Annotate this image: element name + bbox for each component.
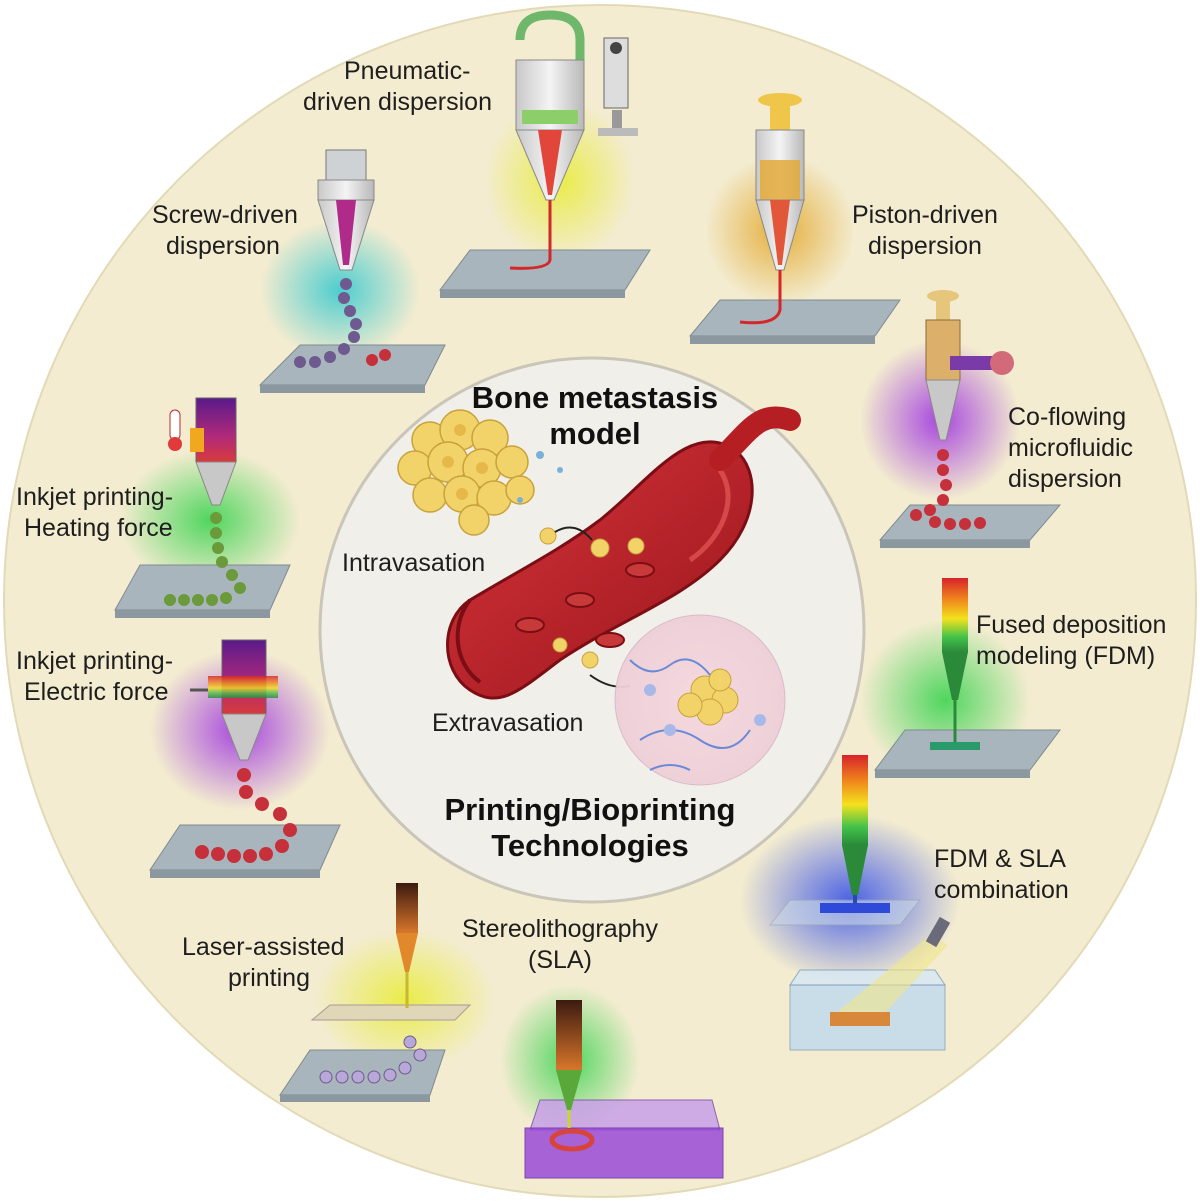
bone-niche (614, 614, 786, 786)
center-title-bottom: Printing/Bioprinting Technologies (405, 792, 775, 864)
label-fdm: Fused deposition modeling (FDM) (976, 610, 1166, 672)
center-title-top-line-1: Bone metastasis (471, 380, 719, 415)
center-title-bottom-line-2: Technologies (491, 828, 689, 863)
screw-printer-illustration (258, 149, 446, 393)
label-screw-line-2: dispersion (166, 232, 280, 260)
label-inkjet-electric-line-2: Electric force (24, 678, 169, 706)
label-fdm-line-1: Fused deposition (976, 611, 1167, 639)
label-sla: Stereolithography (SLA) (462, 914, 658, 976)
label-piston-line-1: Piston-driven (852, 201, 998, 229)
label-laser: Laser-assisted printing (182, 932, 345, 994)
extravasation-label: Extravasation (432, 709, 584, 737)
center-title-top-line-2: model (549, 416, 641, 451)
label-pneumatic-line-2: driven dispersion (303, 88, 492, 116)
laser-illustration (279, 883, 495, 1102)
screw-beads (294, 278, 362, 368)
label-screw-line-1: Screw-driven (152, 201, 298, 229)
label-pneumatic-line-1: Pneumatic- (344, 57, 471, 85)
tumor-cell-cluster-top (397, 409, 535, 536)
label-coflowing: Co-flowing microfluidic dispersion (1008, 402, 1133, 495)
label-coflowing-line-2: microfluidic (1008, 434, 1134, 462)
label-piston-line-2: dispersion (868, 232, 982, 260)
sla-illustration (500, 985, 724, 1179)
label-inkjet-heating-line-2: Heating force (24, 514, 173, 542)
label-coflowing-line-1: Co-flowing (1008, 403, 1127, 431)
intravasation-label: Intravasation (342, 549, 486, 577)
label-sla-line-1: Stereolithography (462, 915, 658, 943)
label-fdm-sla-line-2: combination (934, 876, 1069, 904)
label-fdm-line-2: modeling (FDM) (976, 642, 1156, 670)
fdm-sla-illustration (740, 755, 960, 1051)
piston-printer-illustration (688, 93, 901, 344)
fdm-illustration (860, 578, 1061, 780)
label-screw: Screw-driven dispersion (152, 200, 298, 262)
inkjet-electric-illustration (149, 639, 341, 878)
label-inkjet-heating-line-1: Inkjet printing- (16, 483, 174, 511)
inkjet-heating-illustration (114, 397, 300, 618)
label-pneumatic: Pneumatic- driven dispersion (303, 56, 492, 118)
center-title-bottom-line-1: Printing/Bioprinting (444, 792, 736, 827)
label-inkjet-heating: Inkjet printing- Heating force (16, 482, 173, 544)
label-sla-line-2: (SLA) (528, 946, 592, 974)
center-title-top: Bone metastasis model (430, 380, 760, 452)
label-laser-line-2: printing (228, 964, 310, 992)
pneumatic-printer-illustration (439, 10, 651, 298)
label-inkjet-electric-line-1: Inkjet printing- (16, 647, 174, 675)
label-inkjet-electric: Inkjet printing- Electric force (16, 646, 173, 708)
label-fdm-sla-line-1: FDM & SLA (934, 845, 1066, 873)
label-piston: Piston-driven dispersion (852, 200, 998, 262)
coflowing-printer-illustration (860, 290, 1062, 548)
label-fdm-sla: FDM & SLA combination (934, 844, 1069, 906)
circulating-cells (517, 451, 645, 688)
blood-vessel (446, 406, 801, 700)
label-coflowing-line-3: dispersion (1008, 465, 1122, 493)
label-laser-line-1: Laser-assisted (182, 933, 345, 961)
